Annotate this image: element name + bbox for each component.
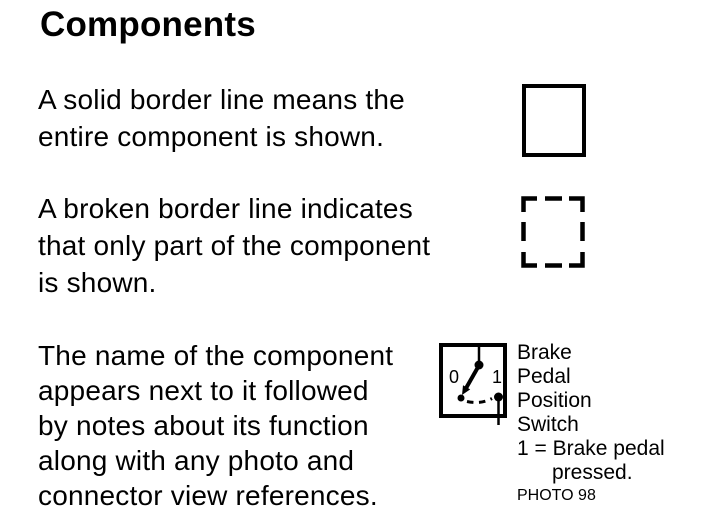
broken-border-description: A broken border line indicates that only… <box>38 193 431 298</box>
component-annotation: Brake Pedal Position Switch 1 = Brake pe… <box>517 341 665 505</box>
component-function-note: 1 = Brake pedal pressed. <box>517 437 665 484</box>
brake-pedal-position-switch-symbol: 0 1 <box>439 343 507 425</box>
dashed-corner-bottom-right <box>569 252 585 268</box>
solid-border-box <box>522 84 586 157</box>
dashed-corner-top-left <box>521 196 537 212</box>
switch-wiper-arrowhead <box>462 385 471 395</box>
solid-border-description: A solid border line means the entire com… <box>38 84 405 152</box>
broken-border-box <box>521 196 585 268</box>
switch-position-0-label: 0 <box>449 367 459 387</box>
dashed-corner-top-right <box>569 196 585 212</box>
switch-wiper-arm <box>463 367 480 391</box>
contact-dot-position-0 <box>457 394 465 402</box>
page-title: Components <box>40 5 256 44</box>
switch-travel-dashed-arc <box>466 397 493 404</box>
dashed-corner-bottom-left <box>521 252 537 268</box>
switch-position-1-label: 1 <box>492 367 502 387</box>
photo-reference: PHOTO 98 <box>517 487 596 504</box>
component-name-description: The name of the component appears next t… <box>38 340 394 511</box>
component-border-box <box>439 343 507 418</box>
pivot-contact-dot <box>474 360 484 370</box>
component-name-label: Brake Pedal Position Switch <box>517 341 592 436</box>
